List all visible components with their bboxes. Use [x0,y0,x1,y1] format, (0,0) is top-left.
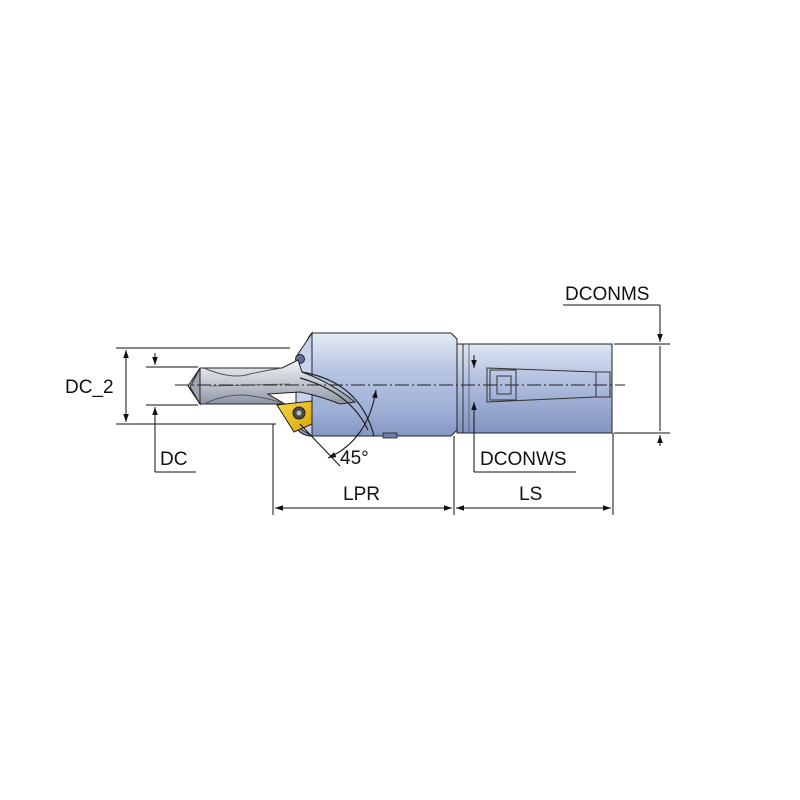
ls-label: LS [519,484,542,505]
dim-dc: DC [146,353,198,473]
angle-label: 45° [340,448,369,469]
dconws-label: DCONWS [480,449,567,470]
dim-lpr: LPR [272,424,455,515]
dconms-label: DCONMS [565,284,649,305]
dim-angle: 45° [299,389,378,469]
dim-dc2: DC_2 [65,347,290,425]
lpr-label: LPR [343,484,380,505]
dc2-label: DC_2 [65,377,114,398]
dim-ls: LS [456,433,614,515]
shank [456,343,613,434]
dim-dconms: DCONMS [563,284,670,446]
dc-label: DC [160,449,187,470]
chamfer-insert [276,400,313,433]
dim-dconws: DCONWS [471,355,576,473]
